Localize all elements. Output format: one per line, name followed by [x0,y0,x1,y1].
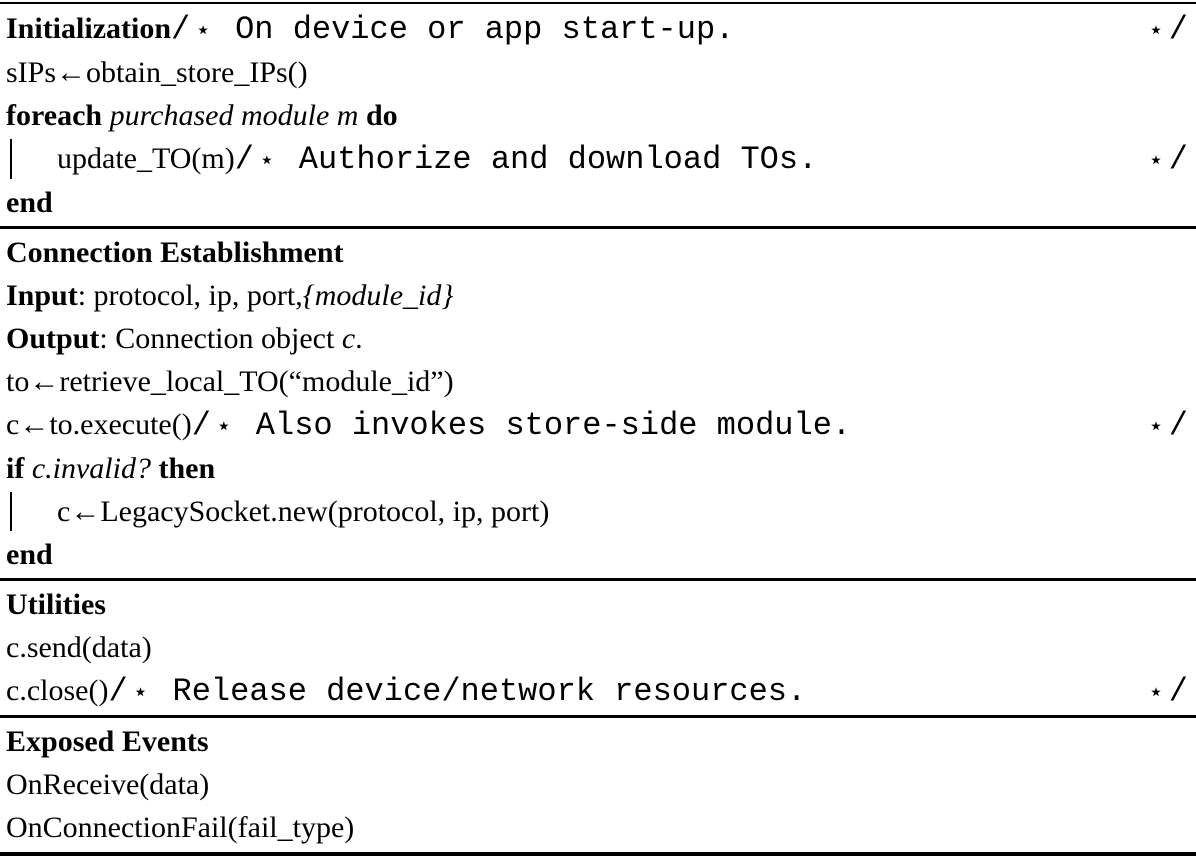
code-statement: c←to.execute() [6,408,192,441]
comment-text: On device or app start-up. [215,11,735,48]
comment-close-slash: / [1168,407,1188,444]
code-statement: c←LegacySocket.new(protocol, ip, port) [57,495,550,528]
comment-text: Release device/network resources. [153,673,807,710]
comment-close-star-icon: ⋆ [1148,677,1164,706]
section-divider-rule [0,226,1196,229]
comment-open-star-icon: ⋆ [215,411,232,440]
line-on-connection-fail: OnConnectionFail(fail_type) [0,806,1196,849]
section-divider-rule [0,715,1196,718]
line-end-if: end [0,533,1196,576]
comment-open-star-icon: ⋆ [195,15,211,44]
section-title-utilities: Utilities [6,588,106,621]
top-rule [0,2,1196,4]
comment-open-slash: / [108,673,128,710]
section-keyword-initialization: Initialization [6,12,172,45]
label-input: Input [6,279,78,312]
keyword-foreach: foreach [6,99,110,132]
comment-close-slash: / [1168,11,1188,48]
initialization-code-with-comment: Initialization/⋆ On device or app start-… [6,7,734,51]
line-connection-header: Connection Establishment [0,231,1196,274]
if-condition: c.invalid? [31,452,159,485]
code-statement: OnReceive(data) [6,768,210,801]
input-parameters: : protocol, ip, port, [77,279,303,312]
line-foreach: foreach purchased module m do [0,94,1196,137]
keyword-if: if [6,452,32,485]
foreach-condition: purchased module m [109,99,366,132]
comment-open-star-icon: ⋆ [258,145,275,174]
output-description: : Connection object [99,322,342,355]
comment-text: Authorize and download TOs. [279,141,818,178]
code-statement: to←retrieve_local_TO(“module_id”) [6,365,454,398]
execute-code-with-comment: c←to.execute()/⋆ Also invokes store-side… [6,403,851,447]
section-divider-rule [0,578,1196,581]
keyword-then: then [158,452,216,485]
code-statement: OnConnectionFail(fail_type) [6,811,355,844]
line-close: c.close()/⋆ Release device/network resou… [0,669,1196,713]
comment-open-star-icon: ⋆ [132,677,149,706]
line-initialization-header: Initialization/⋆ On device or app start-… [0,7,1196,51]
line-execute: c←to.execute()/⋆ Also invokes store-side… [0,403,1196,447]
comment-close: ⋆/ [1143,403,1188,447]
line-if-invalid: if c.invalid? then [0,447,1196,490]
code-statement: c.send(data) [6,631,152,664]
line-utilities-header: Utilities [0,583,1196,626]
comment-close-slash: / [1168,141,1188,178]
keyword-do: do [365,99,398,132]
close-code-with-comment: c.close()/⋆ Release device/network resou… [6,669,806,713]
label-output: Output [6,322,100,355]
comment-close: ⋆/ [1143,137,1188,181]
comment-close-slash: / [1168,673,1188,710]
code-statement: c.close() [6,674,109,707]
output-period: . [355,322,363,355]
line-on-receive: OnReceive(data) [0,763,1196,806]
comment-close: ⋆/ [1143,669,1188,713]
comment-text: Also invokes store-side module. [236,407,852,444]
code-statement: sIPs←obtain_store_IPs() [6,56,308,89]
comment-close-star-icon: ⋆ [1148,15,1164,44]
comment-close: ⋆/ [1143,7,1188,51]
comment-close-star-icon: ⋆ [1148,145,1164,174]
output-variable: c [341,322,356,355]
comment-open-slash: / [171,11,191,48]
line-output: Output: Connection object c. [0,317,1196,360]
update-to-code-with-comment: update_TO(m)/⋆ Authorize and download TO… [57,137,817,181]
section-title-exposed-events: Exposed Events [6,725,209,758]
line-update-to: update_TO(m)/⋆ Authorize and download TO… [0,137,1196,181]
line-retrieve-local-to: to←retrieve_local_TO(“module_id”) [0,360,1196,403]
line-events-header: Exposed Events [0,720,1196,763]
line-legacy-socket: c←LegacySocket.new(protocol, ip, port) [0,490,1196,533]
section-title-connection-establishment: Connection Establishment [6,236,344,269]
line-obtain-store-ips: sIPs←obtain_store_IPs() [0,51,1196,94]
line-send: c.send(data) [0,626,1196,669]
comment-open-slash: / [234,141,254,178]
input-module-id-set: {module_id} [302,279,454,312]
line-end-foreach: end [0,181,1196,224]
bottom-rule [0,852,1196,856]
line-input: Input: protocol, ip, port,{module_id} [0,274,1196,317]
comment-open-slash: / [191,407,211,444]
comment-close-star-icon: ⋆ [1148,411,1164,440]
keyword-end: end [6,538,53,571]
keyword-end: end [6,186,53,219]
code-statement: update_TO(m) [57,142,235,175]
